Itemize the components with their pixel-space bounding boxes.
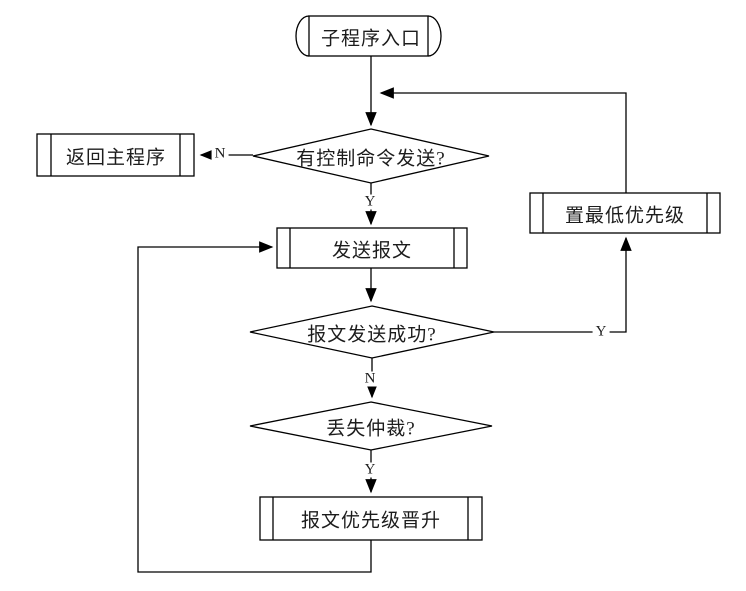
node-return-main-shape: [36, 133, 195, 177]
edge-success-yes: [494, 236, 632, 333]
node-set-lowest-shape: [529, 192, 721, 234]
edge-label-send-success-yes: Y: [592, 324, 610, 340]
node-send-message-label: 发送报文: [331, 240, 413, 262]
node-send-success-shape: [249, 305, 495, 359]
node-set-lowest-label: 置最低优先级: [564, 205, 686, 227]
node-entry-arcs: [295, 15, 442, 57]
node-promote-priority-sidebars: [272, 497, 469, 540]
edge-label-has-command-yes: Y: [361, 194, 379, 210]
node-send-success-label: 报文发送成功?: [307, 324, 437, 346]
node-lost-arbitration-label: 丢失仲裁?: [326, 418, 416, 440]
node-send-message-sidebars: [289, 228, 455, 268]
node-has-command-label: 有控制命令发送?: [296, 148, 446, 170]
node-send-message-shape: [276, 227, 468, 269]
node-entry-label: 子程序入口: [320, 28, 422, 50]
edge-label-send-success-no: N: [361, 371, 379, 387]
node-return-main-sidebars: [50, 134, 181, 176]
node-has-command-shape: [252, 128, 490, 184]
edge-label-has-command-no: N: [211, 146, 229, 162]
edge-promote-loop-to-send: [137, 241, 372, 573]
edge-label-lost-arbitration-yes: Y: [361, 462, 379, 478]
node-promote-priority-shape: [259, 496, 483, 541]
node-entry-shape: [308, 15, 429, 57]
edge-setlowest-to-mainline: [379, 87, 627, 193]
node-return-main-label: 返回主程序: [65, 147, 167, 169]
node-lost-arbitration-shape: [249, 401, 493, 451]
node-promote-priority-label: 报文优先级晋升: [300, 510, 442, 532]
node-set-lowest-sidebars: [542, 193, 708, 233]
